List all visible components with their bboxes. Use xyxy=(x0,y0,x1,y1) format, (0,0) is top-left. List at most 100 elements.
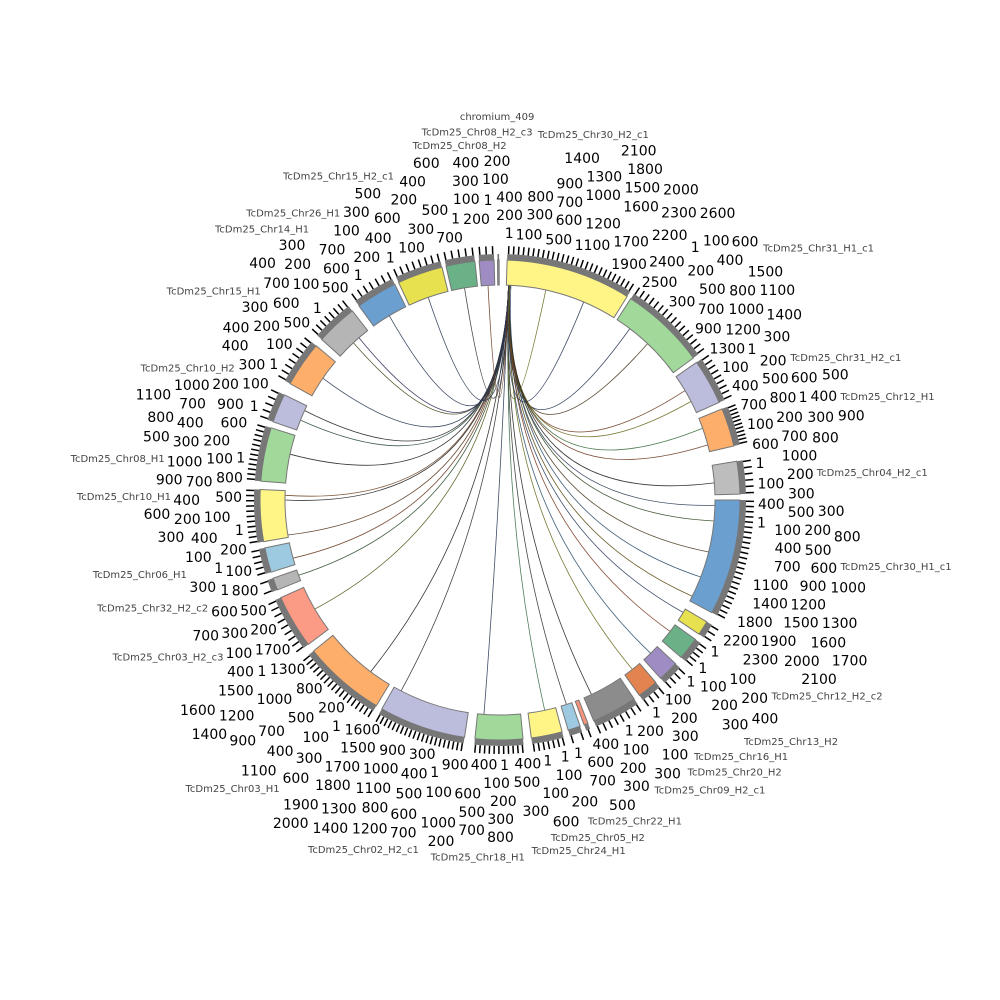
tick-label: 800 xyxy=(362,800,389,816)
chromosome-block[interactable] xyxy=(689,499,741,614)
tick-mark xyxy=(613,717,619,726)
chromosome-TcDm25_Chr15_H1[interactable] xyxy=(278,337,337,397)
chromosome-block[interactable] xyxy=(711,460,741,496)
tick-mark xyxy=(693,343,701,350)
tick-mark xyxy=(678,668,686,675)
chromosome-TcDm25_Chr32_H2_c2[interactable] xyxy=(260,569,302,595)
tick-label: 300 xyxy=(296,751,323,767)
tick-mark xyxy=(474,744,477,753)
tick-mark xyxy=(658,687,665,695)
chromosome-block[interactable] xyxy=(358,283,407,327)
chromosome-block[interactable] xyxy=(583,677,635,722)
chromosome-TcDm25_Chr03_H2_c3[interactable] xyxy=(268,586,329,653)
tick-band xyxy=(254,489,264,543)
tick-label: 700 xyxy=(774,559,801,575)
chromosome-TcDm25_Chr09_H2_c1[interactable] xyxy=(583,677,642,734)
chromosome-TcDm25_Chr13_H2[interactable] xyxy=(661,624,707,667)
chromosome-TcDm25_Chr10_H2[interactable] xyxy=(260,389,308,431)
chromosome-block[interactable] xyxy=(445,260,479,292)
chromosome-block[interactable] xyxy=(643,645,677,680)
chromosome-block[interactable] xyxy=(478,259,496,287)
chromosome-TcDm25_Chr08_H2_c3[interactable] xyxy=(478,246,496,287)
tick-label: 800 xyxy=(232,583,259,599)
tick-label: 100 xyxy=(774,523,801,539)
tick-mark xyxy=(395,724,401,733)
chromosome-block[interactable] xyxy=(574,699,589,726)
tick-label: 1200 xyxy=(585,217,621,233)
chromosome-TcDm25_Chr12_H1[interactable] xyxy=(698,404,748,453)
tick-label: 500 xyxy=(545,232,572,248)
chromosome-block[interactable] xyxy=(624,662,657,697)
tick-label: 1100 xyxy=(136,388,172,404)
chromosome-block[interactable] xyxy=(675,361,720,414)
chromosome-TcDm25_Chr04_H2_c1[interactable] xyxy=(711,459,754,496)
chromosome-TcDm25_Chr22_H1[interactable] xyxy=(574,699,592,738)
chromosome-block[interactable] xyxy=(320,310,369,357)
chromosome-TcDm25_Chr05_H2[interactable] xyxy=(560,702,585,744)
chromosome-TcDm25_Chr14_H1[interactable] xyxy=(311,300,369,357)
chromosome-block[interactable] xyxy=(474,713,524,741)
tick-label: 400 xyxy=(227,665,254,681)
tick-mark xyxy=(736,429,745,434)
chromosome-block[interactable] xyxy=(560,702,581,731)
chromosome-TcDm25_Chr31_H2_c1[interactable] xyxy=(675,354,732,414)
chromosome-TcDm25_Chr12_H2_c2[interactable] xyxy=(677,608,719,642)
tick-mark xyxy=(302,655,311,662)
tick-label: 1 xyxy=(756,456,765,472)
chromosome-TcDm25_Chr10_H1[interactable] xyxy=(245,489,289,544)
chromosome-block[interactable] xyxy=(312,634,390,707)
chromosome-block[interactable] xyxy=(259,489,289,543)
chromosome-block[interactable] xyxy=(260,427,296,484)
chromosome-block[interactable] xyxy=(661,624,697,659)
chromosome-chromium_409[interactable] xyxy=(496,254,500,286)
chromosome-TcDm25_Chr24_H1[interactable] xyxy=(527,707,566,752)
chromosome-label: TcDm25_Chr05_H2 xyxy=(550,833,645,844)
chromosome-TcDm25_Chr18_H1[interactable] xyxy=(474,713,524,755)
chromosome-TcDm25_Chr06_H1[interactable] xyxy=(251,542,296,576)
chromosome-TcDm25_Chr08_H1[interactable] xyxy=(246,424,296,484)
tick-label: 2200 xyxy=(723,633,759,649)
synteny-link xyxy=(483,285,510,715)
tick-band xyxy=(630,293,699,358)
chromosome-block[interactable] xyxy=(272,394,308,431)
chromosome-TcDm25_Chr20_H2[interactable] xyxy=(624,662,665,707)
chromosome-block[interactable] xyxy=(264,542,296,573)
chromosome-block[interactable] xyxy=(677,608,708,635)
chromosome-block[interactable] xyxy=(616,298,695,374)
tick-label: 1000 xyxy=(830,580,866,596)
chromosome-block[interactable] xyxy=(527,707,563,739)
tick-mark xyxy=(635,704,642,712)
chromosome-TcDm25_Chr31_H1_c1[interactable] xyxy=(616,287,705,374)
chromosome-block[interactable] xyxy=(496,259,500,286)
tick-band xyxy=(258,547,272,574)
tick-label: 800 xyxy=(729,283,756,299)
chromosome-TcDm25_Chr16_H1[interactable] xyxy=(643,645,686,689)
tick-label: 800 xyxy=(834,529,861,545)
chromosome-block[interactable] xyxy=(381,686,469,738)
tick-label: 1 xyxy=(257,664,266,680)
chromosome-TcDm25_Chr02_H2_c1[interactable] xyxy=(375,686,469,752)
tick-label: 300 xyxy=(487,812,514,828)
tick-label: 400 xyxy=(758,497,785,513)
chromosome-label: TcDm25_Chr04_H2_c1 xyxy=(816,468,928,479)
tick-label: 200 xyxy=(253,319,280,335)
tick-mark xyxy=(738,437,747,441)
chromosome-TcDm25_Chr26_H1[interactable] xyxy=(351,271,407,327)
tick-mark xyxy=(280,624,289,630)
tick-label: 600 xyxy=(556,213,583,229)
chromosome-block[interactable] xyxy=(397,266,449,306)
chromosome-TcDm25_Chr30_H1_c1[interactable] xyxy=(689,499,755,619)
chromosome-block[interactable] xyxy=(289,345,337,397)
chromosome-block[interactable] xyxy=(698,408,735,453)
chromosome-block[interactable] xyxy=(280,586,329,646)
tick-label: 400 xyxy=(810,389,837,405)
chromosome-block[interactable] xyxy=(272,569,302,591)
tick-mark xyxy=(254,433,263,438)
chromosome-TcDm25_Chr03_H1[interactable] xyxy=(302,634,390,718)
chromosome-TcDm25_Chr15_H2_c1[interactable] xyxy=(393,253,449,306)
tick-label: 1900 xyxy=(283,798,319,814)
chromosome-TcDm25_Chr08_H2[interactable] xyxy=(443,247,479,292)
chromosome-block[interactable] xyxy=(505,259,628,319)
chromosome-TcDm25_Chr30_H2_c1[interactable] xyxy=(505,246,635,319)
tick-mark xyxy=(661,308,669,316)
